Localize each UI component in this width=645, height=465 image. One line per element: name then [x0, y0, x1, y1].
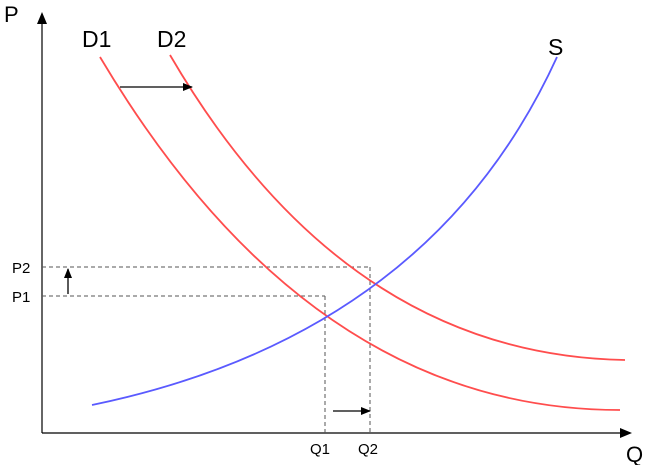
- p1-tick-label: P1: [12, 289, 30, 306]
- x-axis-label: Q: [626, 442, 643, 465]
- d2-label: D2: [157, 26, 186, 52]
- d1-label: D1: [82, 26, 111, 52]
- p2-tick-label: P2: [12, 260, 30, 277]
- demand-curve-d2: [169, 54, 626, 361]
- q2-tick-label: Q2: [358, 441, 378, 458]
- s-label: S: [548, 34, 563, 60]
- supply-curve-s: [91, 56, 558, 406]
- demand-curve-d1: [99, 56, 621, 411]
- y-axis-label: P: [4, 2, 19, 27]
- q1-tick-label: Q1: [310, 441, 330, 458]
